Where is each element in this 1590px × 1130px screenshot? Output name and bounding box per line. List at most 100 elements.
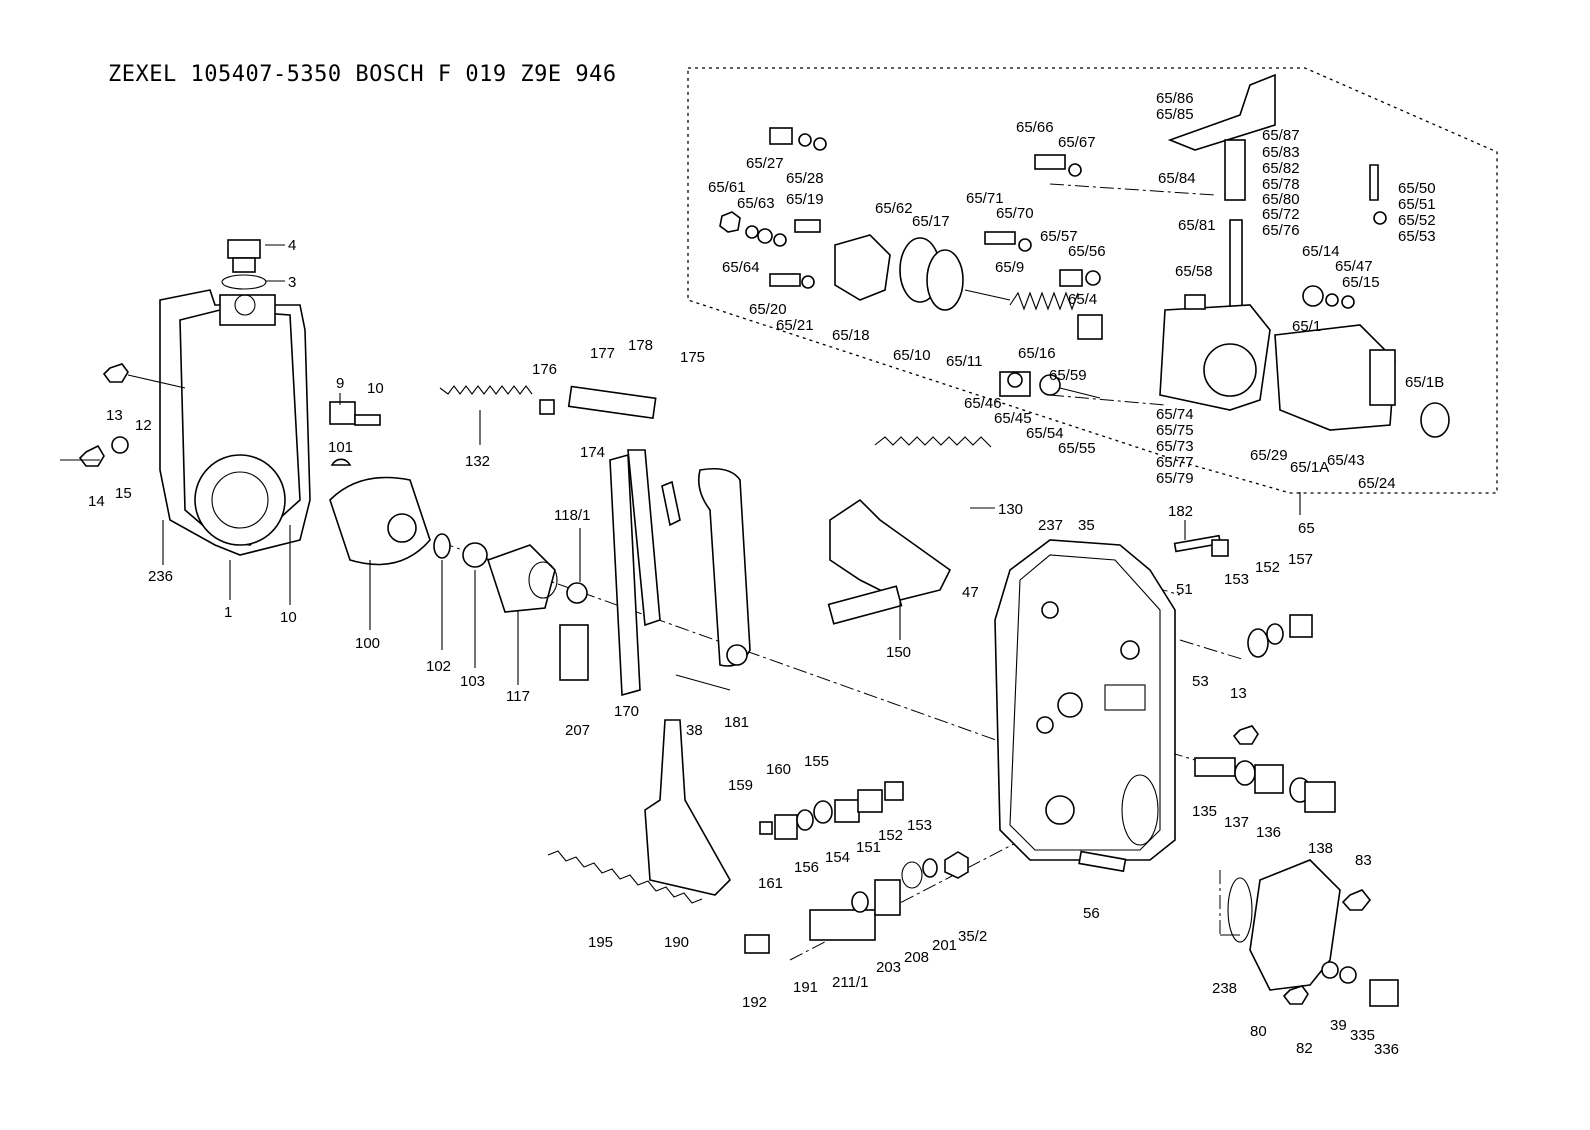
label-47: 47: [962, 584, 979, 601]
label-65-64: 65/64: [722, 259, 760, 276]
label-65-81: 65/81: [1178, 217, 1216, 234]
label-175: 175: [680, 349, 705, 366]
label-156: 156: [794, 859, 819, 876]
label-237: 237: [1038, 517, 1063, 534]
label-130: 130: [998, 501, 1023, 518]
spring-132: [439, 385, 533, 395]
label-65-82: 65/82: [1262, 160, 1300, 177]
label-152b: 152: [878, 827, 903, 844]
subassembly-65-parts: [719, 73, 1450, 438]
label-1: 1: [224, 604, 232, 621]
label-207: 207: [565, 722, 590, 739]
label-65-28: 65/28: [786, 170, 824, 187]
label-65-55: 65/55: [1058, 440, 1096, 457]
label-176: 176: [532, 361, 557, 378]
label-191: 191: [793, 979, 818, 996]
label-151: 151: [856, 839, 881, 856]
label-65-61: 65/61: [708, 179, 746, 196]
label-12: 12: [135, 417, 152, 434]
label-65-4: 65/4: [1068, 291, 1097, 308]
label-65-74: 65/74: [1156, 406, 1194, 423]
label-178: 178: [628, 337, 653, 354]
label-65-1A: 65/1A: [1290, 459, 1329, 476]
label-65-52: 65/52: [1398, 212, 1436, 229]
label-10a: 10: [367, 380, 384, 397]
small-bolts-left: [60, 363, 381, 467]
label-137: 137: [1224, 814, 1249, 831]
governor-housing: [159, 289, 311, 556]
label-65-70: 65/70: [996, 205, 1034, 222]
label-65-47: 65/47: [1335, 258, 1373, 275]
label-65-67: 65/67: [1058, 134, 1096, 151]
label-208: 208: [904, 949, 929, 966]
label-65: 65: [1298, 520, 1315, 537]
label-201: 201: [932, 937, 957, 954]
label-83: 83: [1355, 852, 1372, 869]
label-35-2: 35/2: [958, 928, 987, 945]
flyweight-assembly: [329, 476, 588, 613]
label-14: 14: [88, 493, 105, 510]
label-65-71: 65/71: [966, 190, 1004, 207]
label-65-62: 65/62: [875, 200, 913, 217]
label-51: 51: [1176, 581, 1193, 598]
label-65-80: 65/80: [1262, 191, 1300, 208]
label-65-11: 65/11: [946, 353, 982, 370]
label-65-86: 65/86: [1156, 90, 1194, 107]
label-103: 103: [460, 673, 485, 690]
subassembly-65-boundary: [687, 67, 1498, 494]
label-65-1: 65/1: [1292, 318, 1321, 335]
label-65-53: 65/53: [1398, 228, 1436, 245]
label-65-46: 65/46: [964, 395, 1002, 412]
part-labels: 4 3 9 10 101 13 12 14 15 236 1 10 100 10…: [88, 90, 1444, 1058]
label-65-24: 65/24: [1358, 475, 1396, 492]
label-65-87: 65/87: [1262, 127, 1300, 144]
label-53: 53: [1192, 673, 1209, 690]
label-65-77: 65/77: [1156, 454, 1194, 471]
label-65-57: 65/57: [1040, 228, 1078, 245]
label-157: 157: [1288, 551, 1313, 568]
label-181: 181: [724, 714, 749, 731]
label-13a: 13: [106, 407, 123, 424]
label-65-51: 65/51: [1398, 196, 1436, 213]
label-238: 238: [1212, 980, 1237, 997]
label-65-21: 65/21: [776, 317, 814, 334]
label-3: 3: [288, 274, 296, 291]
label-159: 159: [728, 777, 753, 794]
label-65-78: 65/78: [1262, 176, 1300, 193]
label-174: 174: [580, 444, 605, 461]
label-182: 182: [1168, 503, 1193, 520]
label-65-85: 65/85: [1156, 106, 1194, 123]
label-65-27: 65/27: [746, 155, 784, 172]
label-65-29: 65/29: [1250, 447, 1288, 464]
right-side-parts: [1078, 534, 1399, 1007]
label-10b: 10: [280, 609, 297, 626]
plug-4: [221, 239, 267, 290]
label-118-1: 118/1: [554, 507, 590, 524]
label-203: 203: [876, 959, 901, 976]
label-65-10: 65/10: [893, 347, 931, 364]
leader-lines: [162, 244, 1301, 936]
label-15: 15: [115, 485, 132, 502]
label-39: 39: [1330, 1017, 1347, 1034]
lever-150-assembly: [827, 436, 992, 625]
label-150: 150: [886, 644, 911, 661]
label-153a: 153: [1224, 571, 1249, 588]
label-170: 170: [614, 703, 639, 720]
label-65-83: 65/83: [1262, 144, 1300, 161]
label-136: 136: [1256, 824, 1281, 841]
label-56: 56: [1083, 905, 1100, 922]
label-211-1: 211/1: [832, 974, 868, 991]
label-13b: 13: [1230, 685, 1247, 702]
label-65-76: 65/76: [1262, 222, 1300, 239]
label-135: 135: [1192, 803, 1217, 820]
label-82: 82: [1296, 1040, 1313, 1057]
label-65-73: 65/73: [1156, 438, 1194, 455]
label-65-63: 65/63: [737, 195, 775, 212]
label-160: 160: [766, 761, 791, 778]
label-192: 192: [742, 994, 767, 1011]
label-65-18: 65/18: [832, 327, 870, 344]
label-65-1B: 65/1B: [1405, 374, 1444, 391]
governor-cover-housing: [994, 539, 1176, 861]
label-65-66: 65/66: [1016, 119, 1054, 136]
